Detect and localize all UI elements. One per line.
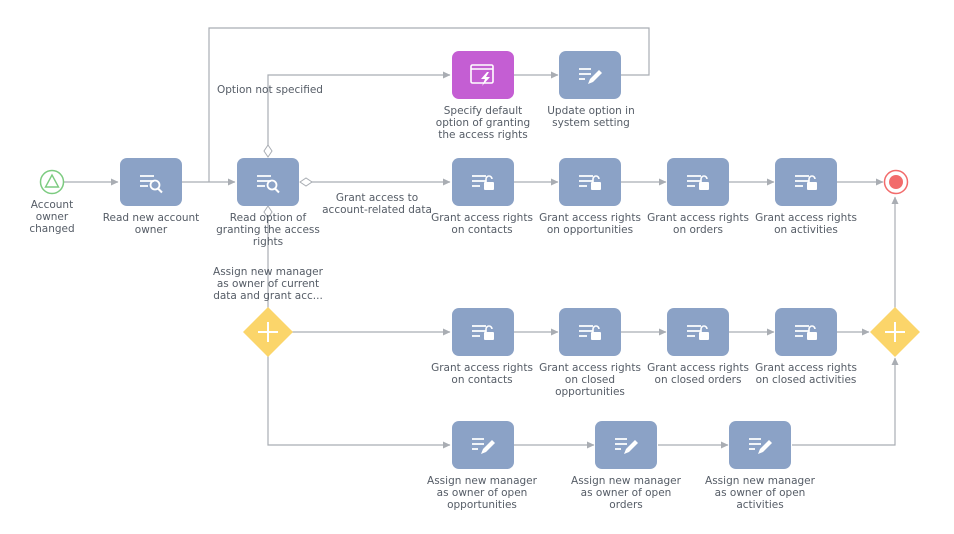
modify-data-icon xyxy=(579,68,602,84)
access-rights-icon xyxy=(579,325,601,340)
access-rights-icon xyxy=(687,325,709,340)
flow-assign-activities-to-join xyxy=(792,357,899,446)
plus-icon xyxy=(258,322,278,342)
task-grant-opps-1[interactable] xyxy=(559,158,621,206)
connectors xyxy=(64,27,899,449)
node-label-assign-opps: Assign new manager as owner of open oppo… xyxy=(427,475,537,511)
access-rights-icon xyxy=(795,175,817,190)
modify-data-icon xyxy=(615,438,638,454)
node-label-grant-contacts-2: Grant access rights on contacts xyxy=(431,362,533,386)
read-data-icon xyxy=(140,175,163,194)
task-grant-opps-2[interactable] xyxy=(559,308,621,356)
node-label-grant-orders-1: Grant access rights on orders xyxy=(647,212,749,236)
read-data-icon xyxy=(257,175,280,194)
start-event[interactable] xyxy=(39,169,65,195)
node-label-read-owner: Read new account owner xyxy=(102,212,200,236)
flow-label-grant-access-account: Grant access to account-related data xyxy=(322,192,432,216)
user-dialog-icon xyxy=(470,64,494,86)
node-label-grant-activities-1: Grant access rights on activities xyxy=(755,212,857,236)
node-label-grant-opps-1: Grant access rights on opportunities xyxy=(539,212,641,236)
node-label-grant-opps-2: Grant access rights on closed opportunit… xyxy=(539,362,641,398)
node-label-start: Account owner changed xyxy=(29,199,75,235)
task-update-option[interactable] xyxy=(559,51,621,99)
plus-icon xyxy=(885,322,905,342)
end-event[interactable] xyxy=(883,169,909,195)
task-grant-activities-1[interactable] xyxy=(775,158,837,206)
flow-label-assign-new-manager: Assign new manager as owner of current d… xyxy=(213,266,323,302)
node-label-read-option: Read option of granting the access right… xyxy=(216,212,320,248)
access-rights-icon xyxy=(579,175,601,190)
task-assign-activities[interactable] xyxy=(729,421,791,469)
node-label-assign-activities: Assign new manager as owner of open acti… xyxy=(705,475,815,511)
task-grant-orders-2[interactable] xyxy=(667,308,729,356)
conditional-flow-marker xyxy=(263,205,273,219)
node-label-specify-default: Specify default option of granting the a… xyxy=(435,105,531,141)
modify-data-icon xyxy=(749,438,772,454)
access-rights-icon xyxy=(795,325,817,340)
start-triangle-icon xyxy=(44,173,60,188)
parallel-gateway-fork[interactable] xyxy=(243,307,293,357)
node-label-grant-activities-2: Grant access rights on closed activities xyxy=(755,362,857,386)
flow-label-option-not-specified: Option not specified xyxy=(217,84,323,96)
node-label-grant-orders-2: Grant access rights on closed orders xyxy=(647,362,749,386)
task-grant-contacts-2[interactable] xyxy=(452,308,514,356)
flow-option-not-specified xyxy=(267,71,451,152)
node-label-update-option: Update option in system setting xyxy=(547,105,635,129)
task-assign-orders[interactable] xyxy=(595,421,657,469)
conditional-flow-marker xyxy=(299,177,313,187)
access-rights-icon xyxy=(687,175,709,190)
task-grant-contacts-1[interactable] xyxy=(452,158,514,206)
flow-fork-to-assign-opps xyxy=(267,356,451,449)
task-assign-opps[interactable] xyxy=(452,421,514,469)
task-specify-default[interactable] xyxy=(452,51,514,99)
node-label-grant-contacts-1: Grant access rights on contacts xyxy=(431,212,533,236)
task-read-option[interactable] xyxy=(237,158,299,206)
flow-update-loop-back xyxy=(208,27,650,182)
node-label-assign-orders: Assign new manager as owner of open orde… xyxy=(571,475,681,511)
conditional-flow-marker xyxy=(263,144,273,158)
access-rights-icon xyxy=(472,175,494,190)
parallel-gateway-join[interactable] xyxy=(870,307,920,357)
access-rights-icon xyxy=(472,325,494,340)
task-read-owner[interactable] xyxy=(120,158,182,206)
task-grant-activities-2[interactable] xyxy=(775,308,837,356)
end-dot-icon xyxy=(889,175,903,189)
modify-data-icon xyxy=(472,438,495,454)
task-grant-orders-1[interactable] xyxy=(667,158,729,206)
